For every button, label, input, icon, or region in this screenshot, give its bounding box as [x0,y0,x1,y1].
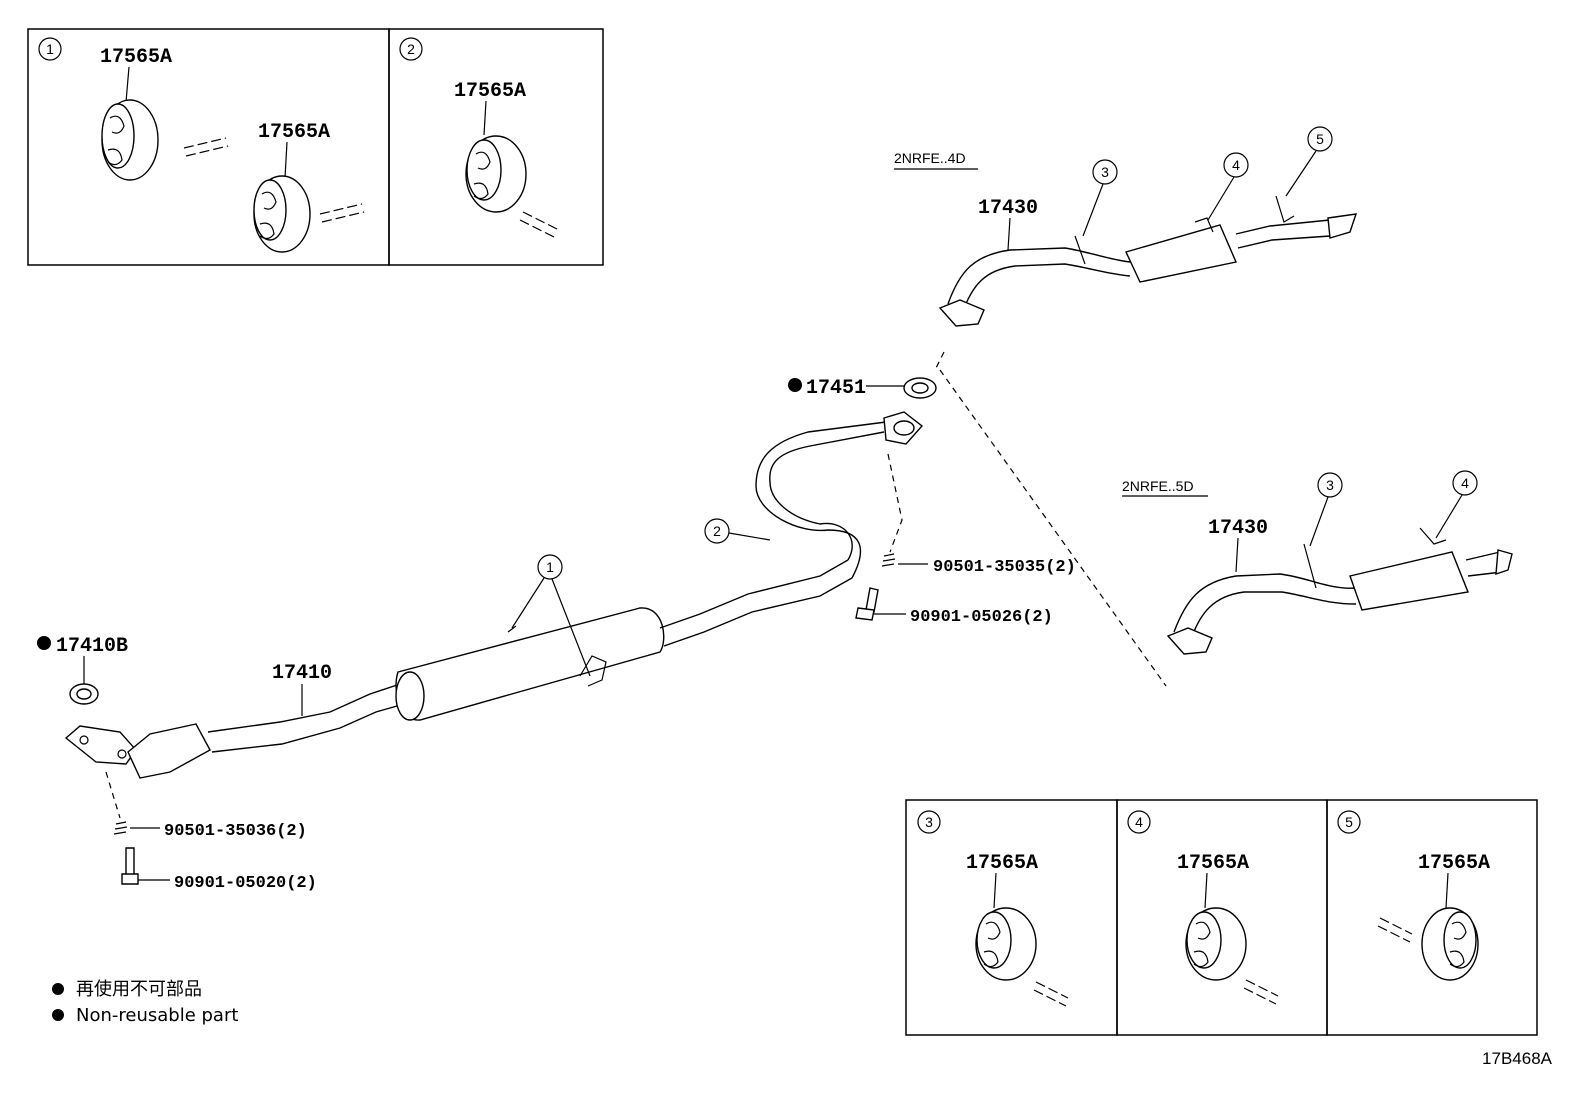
non-reusable-bullet-icon [37,636,51,650]
rubber-hanger-icon [1185,907,1247,981]
callout-4-4d-number: 4 [1232,157,1240,173]
callout-3-4d-number: 3 [1101,164,1109,180]
detail-box-4-number: 4 [1135,814,1143,830]
tail-pipe-4d [938,195,1358,327]
callout-4-4d: 4 [1207,152,1249,221]
detail-box-5-label: 17565A [1418,852,1490,875]
detail-box-4: 4 17565A [1116,799,1328,1036]
detail-box-1-label-b: 17565A [258,121,330,144]
part-number-spring-center: 90501-35035(2) [933,558,1076,577]
bolt-front-icon [121,847,139,885]
legend-line-jp: 再使用不可部品 [76,979,202,1000]
variant-label-4d: 2NRFE..4D [894,150,966,166]
bolt-center-icon [855,587,879,621]
rubber-hanger-icon [1421,907,1479,981]
callout-5-4d-number: 5 [1316,131,1324,147]
callout-4-5d-number: 4 [1461,475,1469,491]
callout-2: 2 [704,518,771,544]
front-gasket [69,683,99,705]
part-number-spring-front: 90501-35036(2) [164,822,307,841]
callout-1: 1 [511,554,591,677]
part-number-bolt-front: 90901-05020(2) [174,874,317,893]
detail-box-1-label-a: 17565A [100,46,172,69]
tail-pipe-5d [1166,527,1513,655]
callout-4-5d: 4 [1435,470,1478,539]
non-reusable-bullet-icon [52,1009,64,1021]
non-reusable-bullet-icon [788,378,802,392]
detail-box-4-label: 17565A [1177,852,1249,875]
callout-3-5d: 3 [1309,472,1343,547]
spring-front-icon [113,821,128,835]
callout-1-number: 1 [546,559,554,575]
rubber-hanger-icon [465,135,527,213]
detail-box-5: 5 17565A [1326,799,1538,1036]
part-number-tail-pipe-5d: 17430 [1208,517,1268,540]
detail-box-2-label: 17565A [454,80,526,103]
rubber-hanger-icon [975,907,1037,981]
part-number-center-gasket: 17451 [806,377,866,400]
callout-3-5d-number: 3 [1326,477,1334,493]
center-gasket [903,377,937,399]
variant-label-5d: 2NRFE..5D [1122,478,1194,494]
part-number-front-gasket: 17410B [56,635,128,658]
detail-box-3-label: 17565A [966,852,1038,875]
detail-box-1-number: 1 [46,41,54,57]
legend-line-en: Non-reusable part [76,1005,238,1026]
front-exhaust-pipe-assembly [64,411,924,779]
detail-box-5-number: 5 [1345,814,1353,830]
detail-box-1: 1 17565A 17565A [27,28,390,266]
legend: 再使用不可部品 Non-reusable part [52,979,238,1026]
part-number-tail-pipe-4d: 17430 [978,197,1038,220]
callout-5-4d: 5 [1285,126,1333,197]
detail-box-2: 2 17565A [388,28,604,266]
diagram-code: 17B468A [1482,1049,1553,1068]
callout-2-number: 2 [713,523,721,539]
non-reusable-bullet-icon [52,983,64,995]
part-number-bolt-center: 90901-05026(2) [910,608,1053,627]
rubber-hanger-icon [253,175,311,253]
callout-3-4d: 3 [1082,159,1118,237]
detail-box-3: 3 17565A [905,799,1118,1036]
spring-center-icon [881,553,896,567]
detail-box-2-number: 2 [407,41,415,57]
rubber-hanger-icon [101,99,159,181]
part-number-front-pipe: 17410 [272,662,332,685]
detail-box-3-number: 3 [925,814,933,830]
